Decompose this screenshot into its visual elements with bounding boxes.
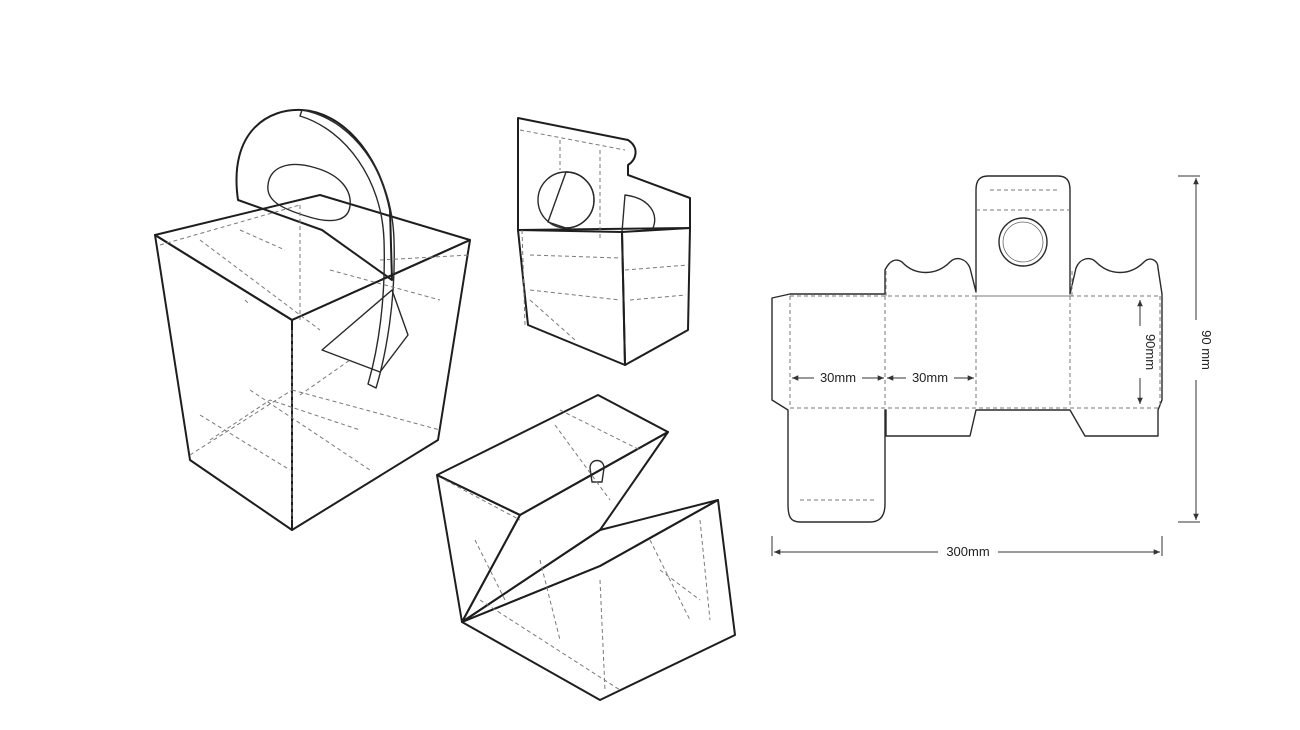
- open-box-illustration: [436, 394, 736, 701]
- dieline-window-inner: [1002, 221, 1044, 263]
- window-box-inner-yellow: [621, 194, 656, 233]
- handle-box-handle: [235, 108, 393, 281]
- open-box-base: [461, 499, 736, 701]
- open-box-yellow-lid: [461, 431, 669, 623]
- handle-box-illustration: [154, 108, 471, 531]
- dieline-window: [998, 217, 1048, 267]
- dim-label-width-1: 30mm: [820, 370, 856, 385]
- handle-box-fold-lines: [159, 204, 471, 520]
- dim-label-panel-height: 90mm: [1143, 334, 1158, 370]
- open-box-fold-lines: [444, 409, 711, 691]
- dieline-outline: [771, 175, 1163, 523]
- dim-label-total-width: 300mm: [946, 544, 989, 559]
- flat-dieline: 30mm 30mm 90mm 90 mm 300mm: [771, 175, 1214, 559]
- handle-box-handle-cutout: [267, 163, 351, 222]
- dieline-fold-lines: [789, 189, 1161, 501]
- open-box-tab: [589, 459, 605, 483]
- dim-label-total-height: 90 mm: [1199, 330, 1214, 370]
- window-box-illustration: [517, 117, 691, 366]
- window-box-right-face: [621, 227, 691, 366]
- handle-box-left-face: [154, 234, 293, 531]
- window-box-left-face: [517, 229, 626, 366]
- window-box-fold-lines: [519, 129, 689, 341]
- handle-box-inner-flap: [321, 289, 409, 373]
- open-box-yellow-base: [461, 499, 719, 623]
- window-box-back-panel: [517, 117, 691, 231]
- handle-box-top-face: [154, 194, 471, 321]
- dim-label-width-2: 30mm: [912, 370, 948, 385]
- open-box-left-face: [436, 474, 521, 623]
- window-box-window-yellow: [547, 171, 595, 229]
- handle-box-yellow-edge: [299, 109, 395, 389]
